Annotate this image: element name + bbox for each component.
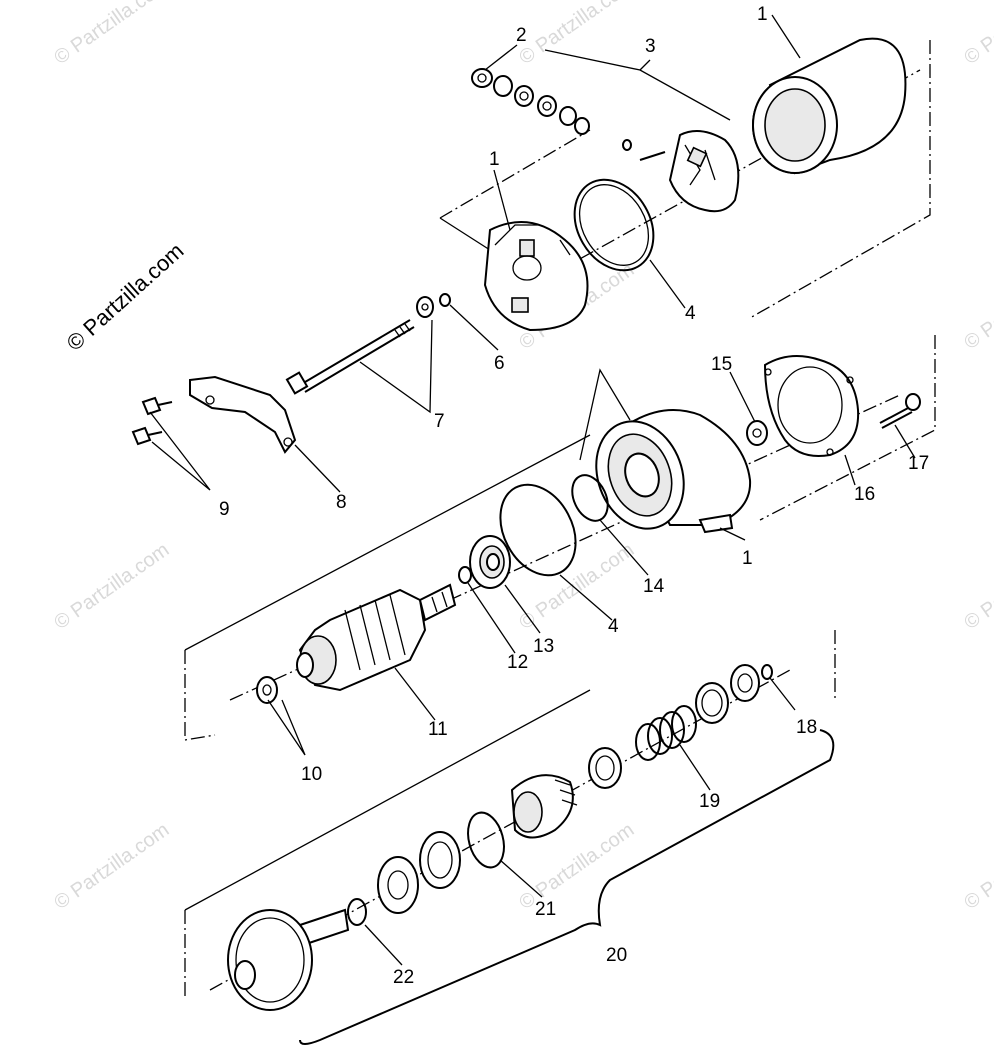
o-ring-14 [571, 474, 609, 522]
frame-lower [184, 630, 836, 1000]
spring-retainer [419, 831, 461, 889]
washer-stack [471, 68, 590, 135]
o-ring-small [439, 293, 451, 307]
clutch-gear [510, 774, 578, 839]
callout-label: 20 [606, 945, 627, 966]
bolt-17 [879, 393, 921, 429]
callout-label: 17 [908, 453, 929, 474]
watermark-tile: © Partzilla.com [960, 819, 994, 914]
o-ring-upper [573, 178, 655, 272]
callout-label: 13 [533, 636, 554, 657]
frame-middle [184, 335, 936, 741]
callout-label: 14 [643, 576, 665, 597]
callout-label: 21 [535, 899, 556, 920]
watermark-tile: © Partzilla.com [515, 0, 638, 69]
o-ring-lower [499, 483, 577, 577]
armature [296, 583, 457, 692]
watermark-tile: © Partzilla.com [50, 0, 173, 69]
sleeve [588, 747, 622, 789]
watermark-tile: © Partzilla.com [960, 539, 994, 634]
clip-18 [761, 664, 773, 680]
callout-label: 7 [434, 411, 445, 432]
callout-label: 22 [393, 967, 414, 988]
watermark-main: © Partzilla.com [62, 238, 189, 356]
bracket-bolts [131, 396, 173, 446]
clip-22 [347, 898, 367, 926]
axis-lines [209, 69, 921, 991]
callout-label: 11 [428, 719, 448, 740]
ring-21 [467, 811, 505, 869]
brush-holder [622, 130, 740, 213]
assembly-frames [184, 40, 936, 1000]
washer-15 [746, 420, 768, 446]
callout-labels: 1 1 1 2 3 4 4 6 7 8 9 10 11 12 13 14 15 … [219, 4, 929, 988]
watermark-tile: © Partzilla.com [515, 539, 638, 634]
watermark-tile: © Partzilla.com [50, 539, 173, 634]
callout-label: 3 [645, 36, 656, 57]
frame-upper [439, 40, 931, 319]
callout-label: 1 [742, 548, 753, 569]
callout-label: 9 [219, 499, 230, 520]
bearing-lower [730, 664, 760, 702]
bushing [695, 682, 729, 724]
frame-connectors [184, 217, 591, 911]
gasket-plate [763, 355, 860, 457]
watermark-tile: © Partzilla.com [960, 0, 994, 69]
thrust-washer [377, 856, 419, 914]
mounting-bracket [189, 375, 297, 454]
callout-label: 1 [489, 149, 500, 170]
spring-19 [635, 705, 697, 761]
callout-label: 8 [336, 492, 347, 513]
callout-label: 4 [685, 303, 696, 324]
through-bolt [285, 296, 434, 395]
clip-12 [458, 566, 472, 584]
watermark-tile: © Partzilla.com [50, 819, 173, 914]
yoke-housing [752, 37, 907, 175]
callout-label: 6 [494, 353, 505, 374]
washer-10 [256, 676, 278, 704]
callout-label: 19 [699, 791, 720, 812]
callout-label: 16 [854, 484, 875, 505]
bearing-13 [469, 535, 511, 589]
callout-label: 2 [516, 25, 527, 46]
callout-label: 10 [301, 764, 322, 785]
leader-lines [149, 14, 916, 1045]
callout-label: 12 [507, 652, 528, 673]
callout-label: 4 [608, 616, 619, 637]
callout-label: 15 [711, 354, 732, 375]
watermark-tile: © Partzilla.com [960, 259, 994, 354]
front-housing [595, 409, 752, 534]
callout-label: 1 [757, 4, 768, 25]
rear-cover [483, 221, 589, 332]
pinion-shaft [227, 908, 350, 1011]
callout-label: 18 [796, 717, 817, 738]
